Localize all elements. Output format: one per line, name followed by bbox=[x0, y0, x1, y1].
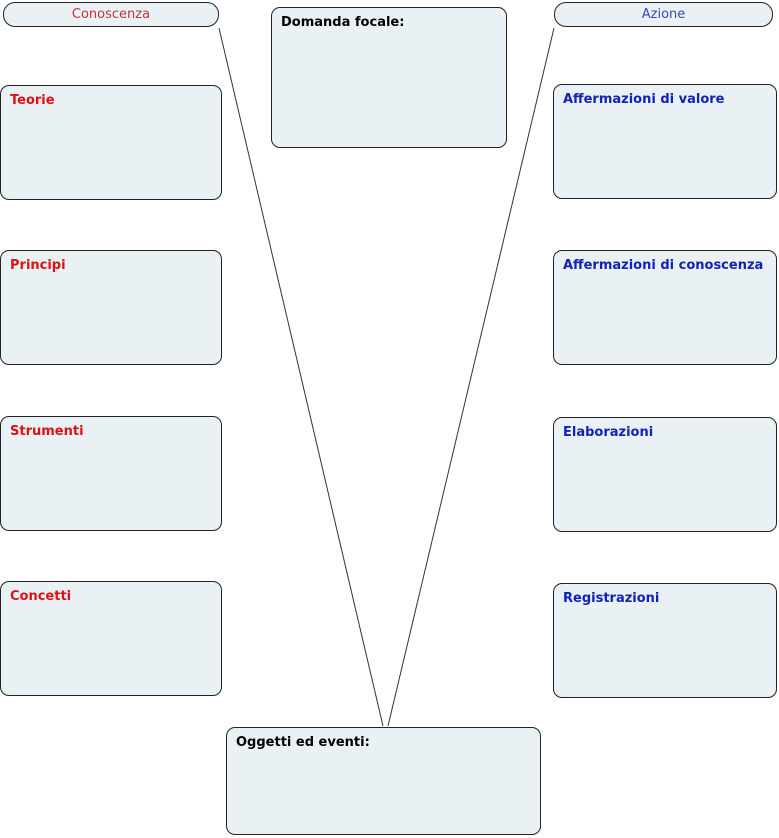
objects-events-box[interactable]: Oggetti ed eventi: bbox=[226, 727, 541, 835]
knowledge-box-strumenti-label: Strumenti bbox=[10, 424, 84, 439]
knowledge-box-concetti-label: Concetti bbox=[10, 589, 72, 604]
action-box-elaborazioni[interactable]: Elaborazioni bbox=[553, 417, 777, 532]
action-box-registrazioni-label: Registrazioni bbox=[563, 591, 660, 606]
action-box-affermazioni-di-conoscenza-label: Affermazioni di conoscenza bbox=[563, 258, 764, 273]
action-box-affermazioni-di-valore-label: Affermazioni di valore bbox=[563, 92, 725, 107]
header-node-conoscenza[interactable]: Conoscenza bbox=[3, 2, 219, 27]
action-box-elaborazioni-label: Elaborazioni bbox=[563, 425, 654, 440]
objects-events-label: Oggetti ed eventi: bbox=[236, 735, 370, 750]
focal-question-label: Domanda focale: bbox=[281, 15, 405, 30]
knowledge-box-principi-label: Principi bbox=[10, 258, 66, 273]
knowledge-box-strumenti[interactable]: Strumenti bbox=[0, 416, 222, 531]
header-node-azione[interactable]: Azione bbox=[554, 2, 773, 27]
knowledge-box-concetti[interactable]: Concetti bbox=[0, 581, 222, 696]
header-azione-label: Azione bbox=[641, 7, 686, 22]
knowledge-box-teorie[interactable]: Teorie bbox=[0, 85, 222, 200]
action-box-affermazioni-di-conoscenza[interactable]: Affermazioni di conoscenza bbox=[553, 250, 777, 365]
action-box-affermazioni-di-valore[interactable]: Affermazioni di valore bbox=[553, 84, 777, 199]
knowledge-box-teorie-label: Teorie bbox=[10, 93, 55, 108]
action-box-registrazioni[interactable]: Registrazioni bbox=[553, 583, 777, 698]
knowledge-box-principi[interactable]: Principi bbox=[0, 250, 222, 365]
header-conoscenza-label: Conoscenza bbox=[71, 7, 151, 22]
focal-question-box[interactable]: Domanda focale: bbox=[271, 7, 507, 148]
